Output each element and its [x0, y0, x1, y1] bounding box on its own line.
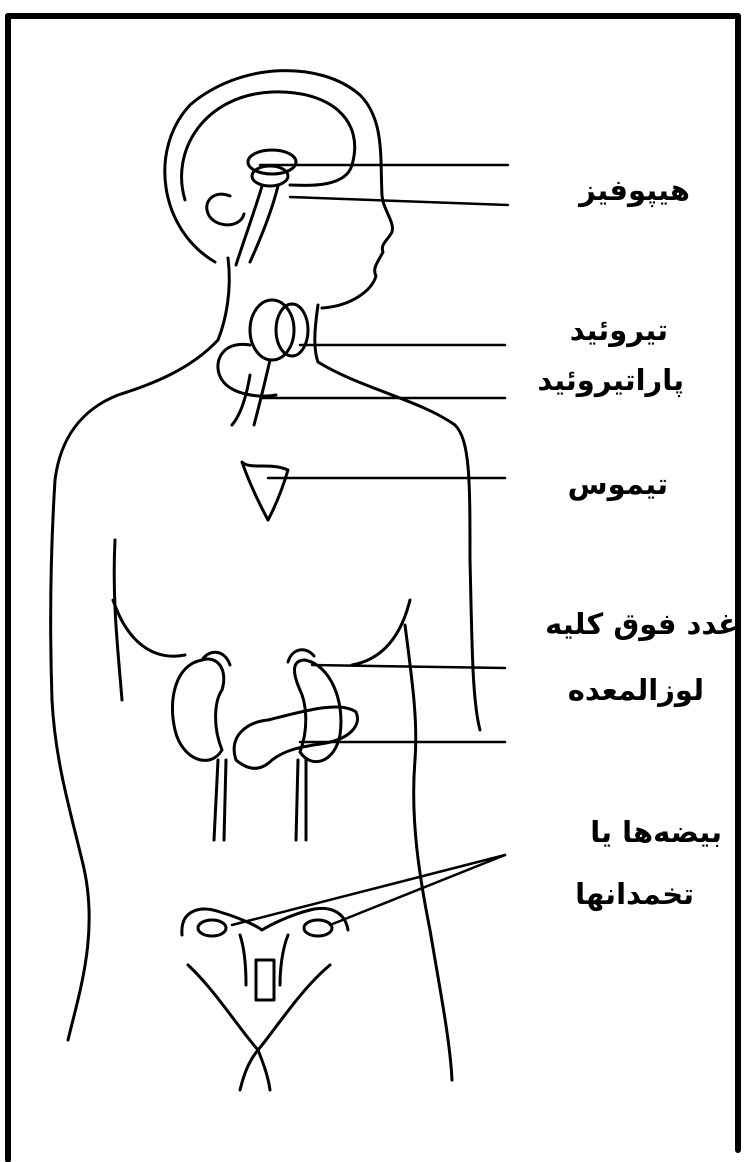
leader-lines	[232, 165, 508, 925]
label-thyroid: تیروئید	[570, 316, 668, 345]
thymus-gland	[242, 462, 288, 520]
thyroid-gland	[218, 300, 308, 425]
label-gonads-line1: بیضه‌ها یا	[590, 818, 722, 847]
label-pancreas: لوزالمعده	[568, 676, 704, 705]
ovaries-uterus	[182, 908, 348, 1050]
pituitary-gland	[236, 150, 296, 265]
label-pituitary: هیپوفیز	[579, 176, 690, 205]
label-gonads-line2: تخمدانها	[575, 880, 694, 909]
label-thymus: تیموس	[568, 470, 668, 499]
label-parathyroid: پاراتیروئید	[537, 366, 684, 395]
label-adrenal: غدد فوق کلیه	[545, 610, 738, 639]
